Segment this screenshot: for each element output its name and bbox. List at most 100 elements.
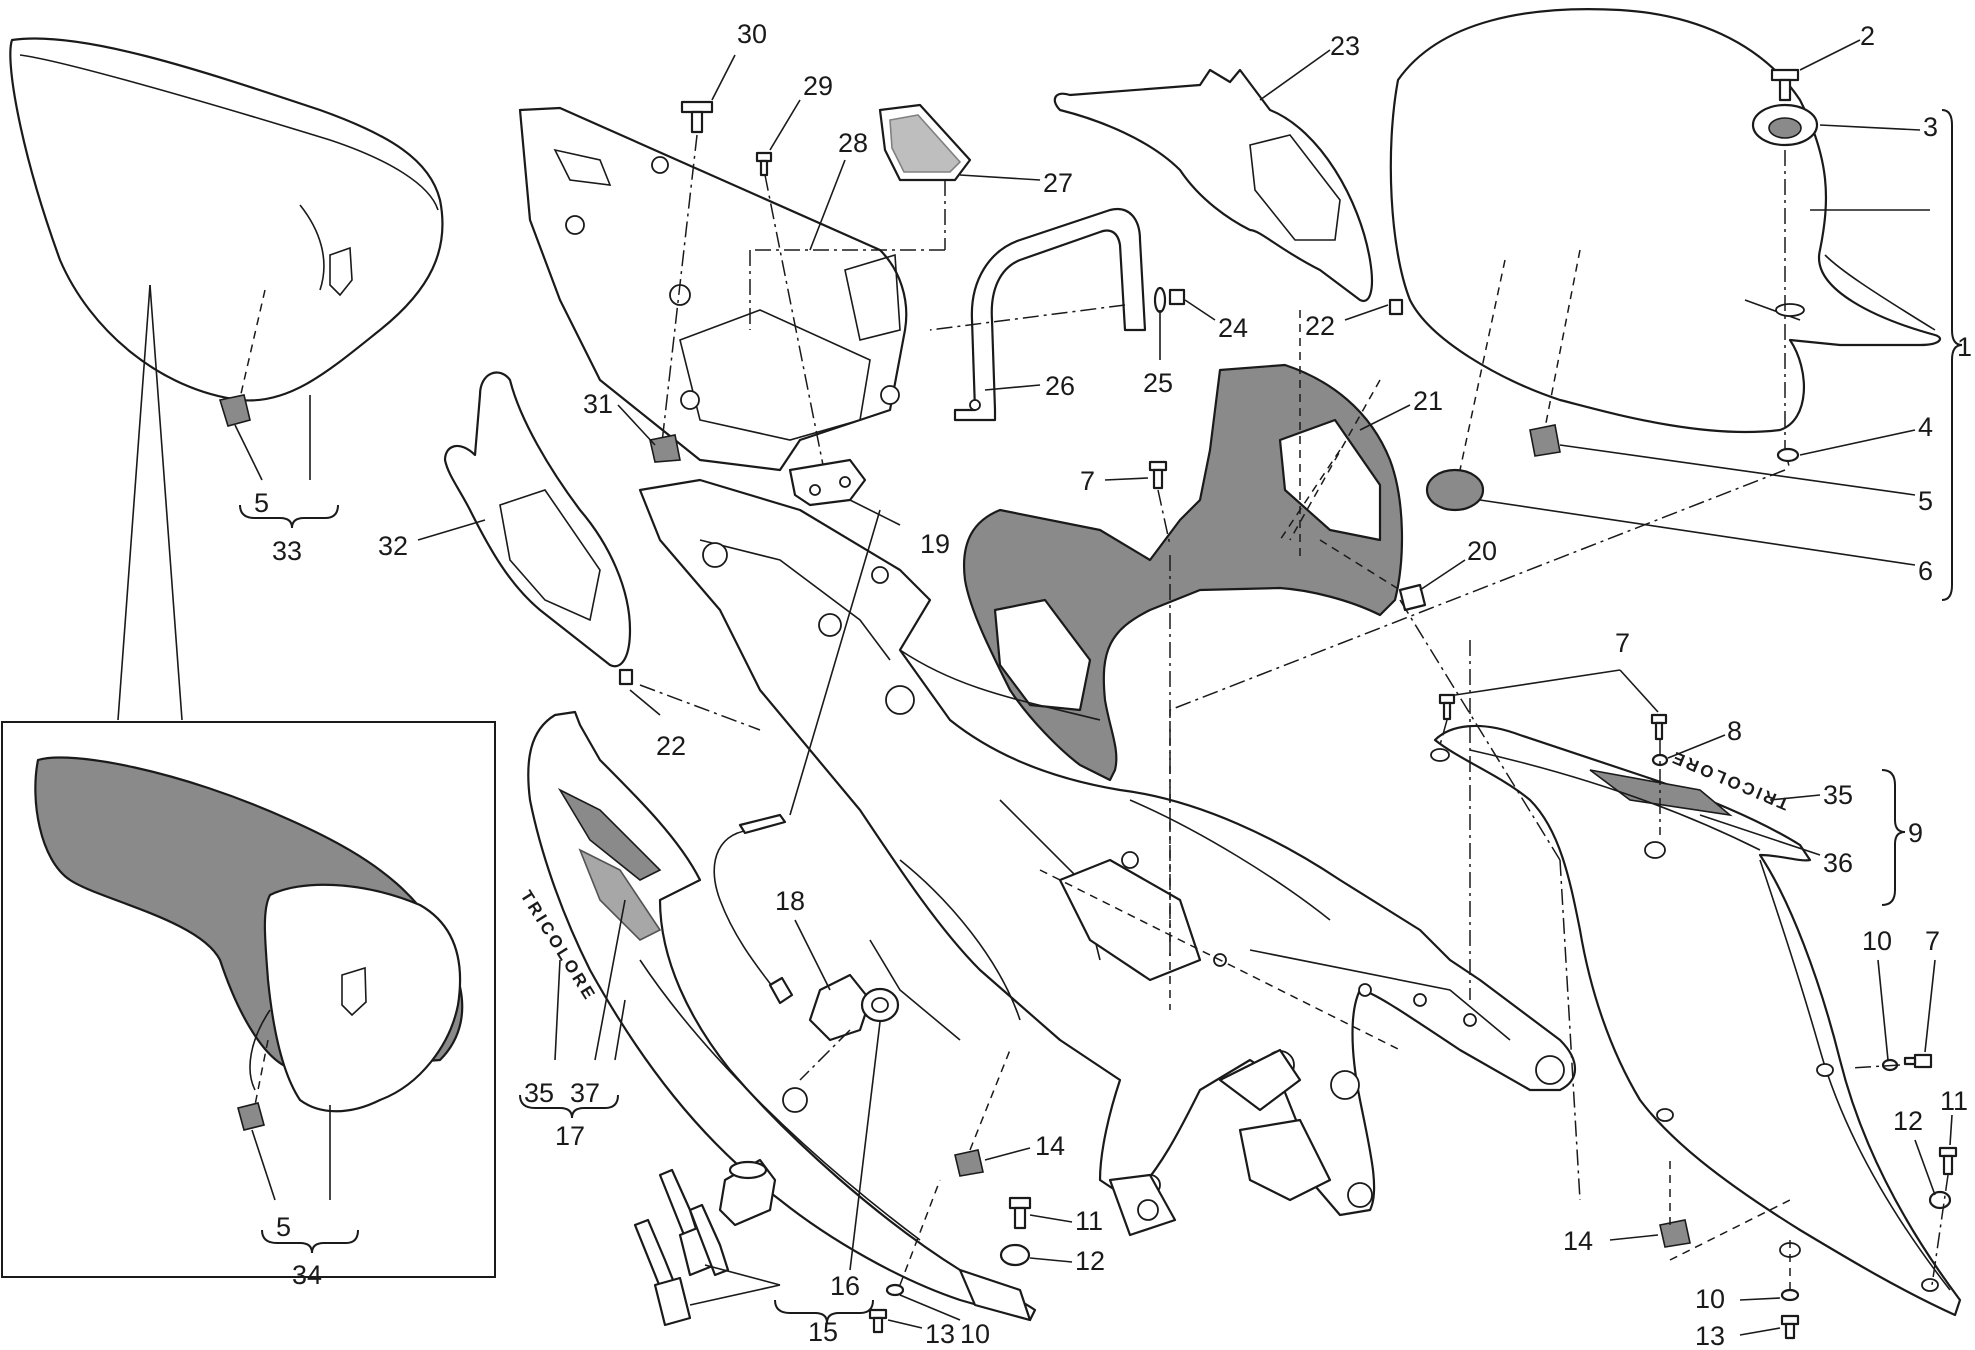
screw-11-left (1008, 1196, 1032, 1230)
callout-4: 4 (1918, 412, 1933, 442)
callout-24: 24 (1218, 313, 1248, 343)
inset-frame (1, 721, 496, 1278)
seat-cowl-clip (237, 1102, 265, 1131)
callout-28: 28 (838, 128, 868, 158)
ducati-shield-logo-cowl (341, 966, 367, 1017)
washer-4 (1776, 447, 1800, 463)
rear-subframe (638, 478, 1576, 1237)
bolt-24 (1168, 288, 1186, 306)
screw-13-right (1780, 1314, 1800, 1340)
clip-14-left (954, 1149, 984, 1177)
seat-release-cable (713, 813, 794, 1005)
grommet-22-left (618, 668, 634, 686)
lock-bracket-18 (808, 973, 872, 1042)
callout-10: 10 (1862, 926, 1892, 956)
callout-22: 22 (656, 731, 686, 761)
callout-29: 29 (803, 71, 833, 101)
screw-7-right-a (1438, 693, 1456, 721)
ignition-lock-cylinder (718, 1158, 777, 1227)
callout-7: 7 (1615, 628, 1630, 658)
screw-13-left (868, 1308, 888, 1334)
spacer-12-right (1928, 1190, 1952, 1210)
rubber-bumper-6 (1425, 468, 1485, 512)
callout-14: 14 (1563, 1226, 1593, 1256)
screw-7-right-c (1903, 1053, 1933, 1069)
seat-lock-bracket (788, 458, 867, 507)
key-3 (688, 1203, 730, 1277)
bolt-29 (755, 151, 773, 177)
screw-2 (1770, 68, 1800, 102)
callout-3: 3 (1923, 112, 1938, 142)
callout-31: 31 (583, 389, 613, 419)
undertail-tray (518, 106, 908, 472)
callout-7: 7 (1080, 466, 1095, 496)
spacer-12-left (999, 1243, 1031, 1267)
callout-35: 35 (524, 1078, 554, 1108)
callout-25: 25 (1143, 368, 1173, 398)
storage-mat (878, 103, 972, 182)
bolt-30 (680, 100, 714, 134)
callout-7: 7 (1925, 926, 1940, 956)
callout-10: 10 (960, 1319, 990, 1349)
grab-handle (953, 207, 1147, 422)
callout-19: 19 (920, 529, 950, 559)
callout-30: 30 (737, 19, 767, 49)
callout-8: 8 (1727, 716, 1742, 746)
grommet-22-right (1388, 298, 1404, 316)
callout-12: 12 (1075, 1246, 1105, 1276)
seat-clip-5 (1529, 424, 1561, 457)
callout-9: 9 (1908, 818, 1923, 848)
lock-grommet-16 (860, 987, 900, 1023)
callout-11: 11 (1940, 1086, 1968, 1116)
upper-side-panel-right (1053, 68, 1374, 303)
seat-fastener-3 (1751, 103, 1819, 147)
callout-1: 1 (1957, 332, 1972, 362)
callout-35: 35 (1823, 780, 1853, 810)
callout-5: 5 (1918, 486, 1933, 516)
callout-27: 27 (1043, 168, 1073, 198)
callout-34: 34 (292, 1260, 322, 1290)
clip-20 (1398, 583, 1427, 612)
callout-23: 23 (1330, 31, 1360, 61)
callout-16: 16 (830, 1271, 860, 1301)
callout-17: 17 (555, 1121, 585, 1151)
callout-10: 10 (1695, 1284, 1725, 1314)
callout-15: 15 (808, 1317, 838, 1347)
callout-33: 33 (272, 536, 302, 566)
upper-side-panel-left (443, 371, 632, 668)
ducati-shield-logo (329, 246, 353, 297)
callout-22: 22 (1305, 311, 1335, 341)
callout-36: 36 (1823, 848, 1853, 878)
screw-11-right (1938, 1146, 1958, 1176)
callout-14: 14 (1035, 1131, 1065, 1161)
screw-7-right-b (1650, 713, 1668, 741)
callout-13: 13 (1695, 1321, 1725, 1350)
clip-14-right (1659, 1219, 1691, 1248)
tail-centre-section (962, 363, 1404, 782)
screw-7-centre (1148, 460, 1168, 490)
washer-25 (1153, 286, 1167, 314)
callout-26: 26 (1045, 371, 1075, 401)
key-2 (633, 1218, 692, 1327)
washer-10-right-b (1780, 1288, 1800, 1302)
callout-5: 5 (276, 1212, 291, 1242)
callout-13: 13 (925, 1319, 955, 1349)
clip-31 (649, 434, 681, 463)
callout-6: 6 (1918, 556, 1933, 586)
rider-seat (1389, 8, 1942, 434)
callout-21: 21 (1413, 386, 1443, 416)
callout-37: 37 (570, 1078, 600, 1108)
callout-18: 18 (775, 886, 805, 916)
callout-32: 32 (378, 531, 408, 561)
callout-11: 11 (1075, 1206, 1103, 1236)
callout-12: 12 (1893, 1106, 1923, 1136)
lower-side-panel-left (527, 710, 1037, 1322)
callout-20: 20 (1467, 536, 1497, 566)
seat-clip (218, 394, 251, 427)
passenger-seat (9, 37, 444, 402)
seat-cowl (34, 756, 464, 1113)
callout-2: 2 (1860, 21, 1875, 51)
washer-10-left (885, 1283, 905, 1297)
